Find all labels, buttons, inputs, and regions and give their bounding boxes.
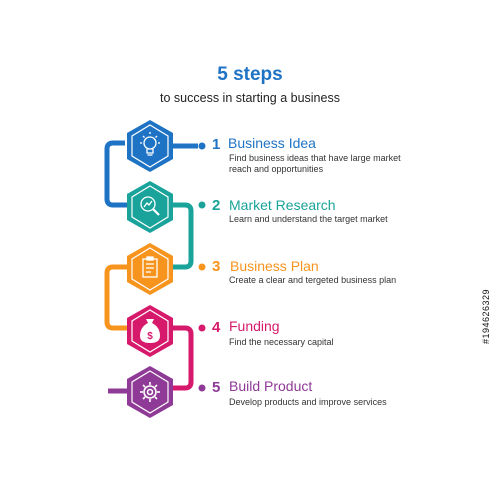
step-2-hexagon bbox=[127, 181, 173, 233]
clipboard-icon bbox=[142, 256, 158, 278]
step-5-dot bbox=[198, 384, 206, 392]
step-name: Business Idea bbox=[228, 135, 316, 151]
page-subtitle: to success in starting a business bbox=[160, 91, 340, 105]
step-1-hexagon bbox=[127, 120, 173, 172]
step-description: Find business ideas that have large mark… bbox=[229, 153, 401, 174]
page-title: 5 steps bbox=[217, 64, 283, 85]
step-5-hexagon bbox=[127, 366, 173, 418]
step-1-dot bbox=[198, 142, 206, 150]
step-name: Funding bbox=[229, 318, 280, 334]
step-number: 4 bbox=[212, 319, 221, 336]
connector-3 bbox=[104, 264, 135, 331]
gear-icon bbox=[140, 382, 160, 402]
step-2-dot bbox=[198, 201, 206, 209]
step-description: Find the necessary capital bbox=[229, 337, 334, 347]
step-4-dot bbox=[198, 324, 206, 332]
step-name: Build Product bbox=[229, 378, 313, 394]
stock-watermark-id: #194626329 bbox=[481, 288, 491, 344]
step-number: 3 bbox=[212, 258, 221, 275]
step-3-dot bbox=[198, 263, 206, 271]
step-name: Business Plan bbox=[230, 258, 319, 274]
connector-2 bbox=[167, 202, 194, 270]
step-number: 5 bbox=[212, 379, 221, 396]
step-name: Market Research bbox=[229, 197, 336, 213]
step-description: Develop products and improve services bbox=[229, 397, 387, 407]
connector-1 bbox=[104, 140, 135, 208]
step-number: 1 bbox=[212, 136, 221, 153]
connector-4 bbox=[167, 325, 194, 391]
step-4-hexagon: $ bbox=[127, 305, 173, 357]
svg-text:$: $ bbox=[147, 331, 153, 342]
magnifier-chart-icon bbox=[140, 196, 160, 216]
step-description: Create a clear and tergeted business pla… bbox=[229, 275, 397, 285]
step-description: Learn and understand the target market bbox=[229, 214, 388, 224]
lightbulb-icon bbox=[140, 132, 160, 156]
step-number: 2 bbox=[212, 197, 221, 214]
money-bag-icon: $ bbox=[140, 319, 160, 343]
step-3-hexagon bbox=[127, 243, 173, 295]
